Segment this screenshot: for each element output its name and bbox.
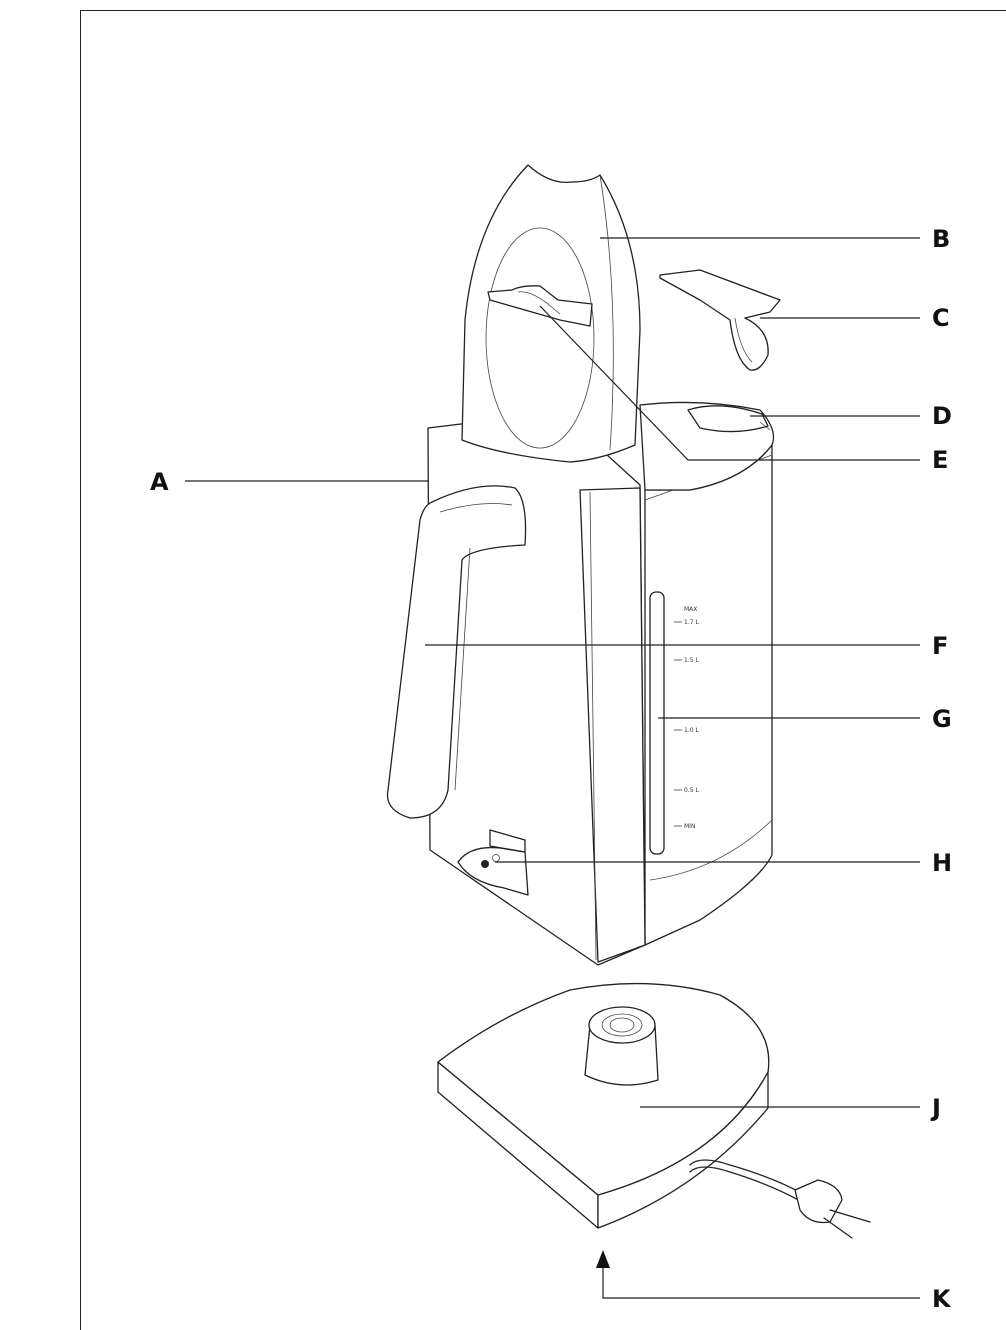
power-base-top — [437, 982, 770, 1196]
label-a: A — [150, 468, 169, 496]
lid-inner-circle — [485, 227, 595, 449]
spout-cover — [687, 405, 769, 433]
scale-max-volume: 1.7 L — [684, 619, 699, 626]
scale-mark-3: 0.5 L — [684, 787, 699, 794]
label-f: F — [932, 632, 948, 660]
label-j: J — [930, 1094, 941, 1122]
label-k: K — [932, 1285, 952, 1313]
label-c: C — [932, 304, 950, 332]
power-switch — [457, 846, 529, 896]
limescale-filter — [659, 269, 781, 371]
power-cord — [689, 1159, 806, 1196]
scale-max: MAX — [684, 606, 697, 613]
label-b: B — [932, 225, 950, 253]
scale-mark-1: 1.5 L — [684, 657, 699, 664]
label-d: D — [932, 402, 952, 430]
scale-min: MIN — [684, 823, 695, 830]
kettle-handle — [386, 485, 527, 819]
water-level-window — [649, 591, 665, 855]
water-scale: MAX 1.7 L 1.5 L 1.0 L 0.5 L MIN — [674, 606, 699, 830]
scale-mark-2: 1.0 L — [684, 727, 699, 734]
label-e: E — [932, 446, 948, 474]
arrow-up-icon — [596, 1250, 610, 1268]
lid-latch — [487, 285, 593, 327]
kettle-front-panel — [579, 487, 646, 963]
label-h: H — [932, 849, 952, 877]
power-plug — [794, 1179, 843, 1224]
label-g: G — [932, 705, 952, 733]
page-frame — [80, 10, 1006, 1330]
